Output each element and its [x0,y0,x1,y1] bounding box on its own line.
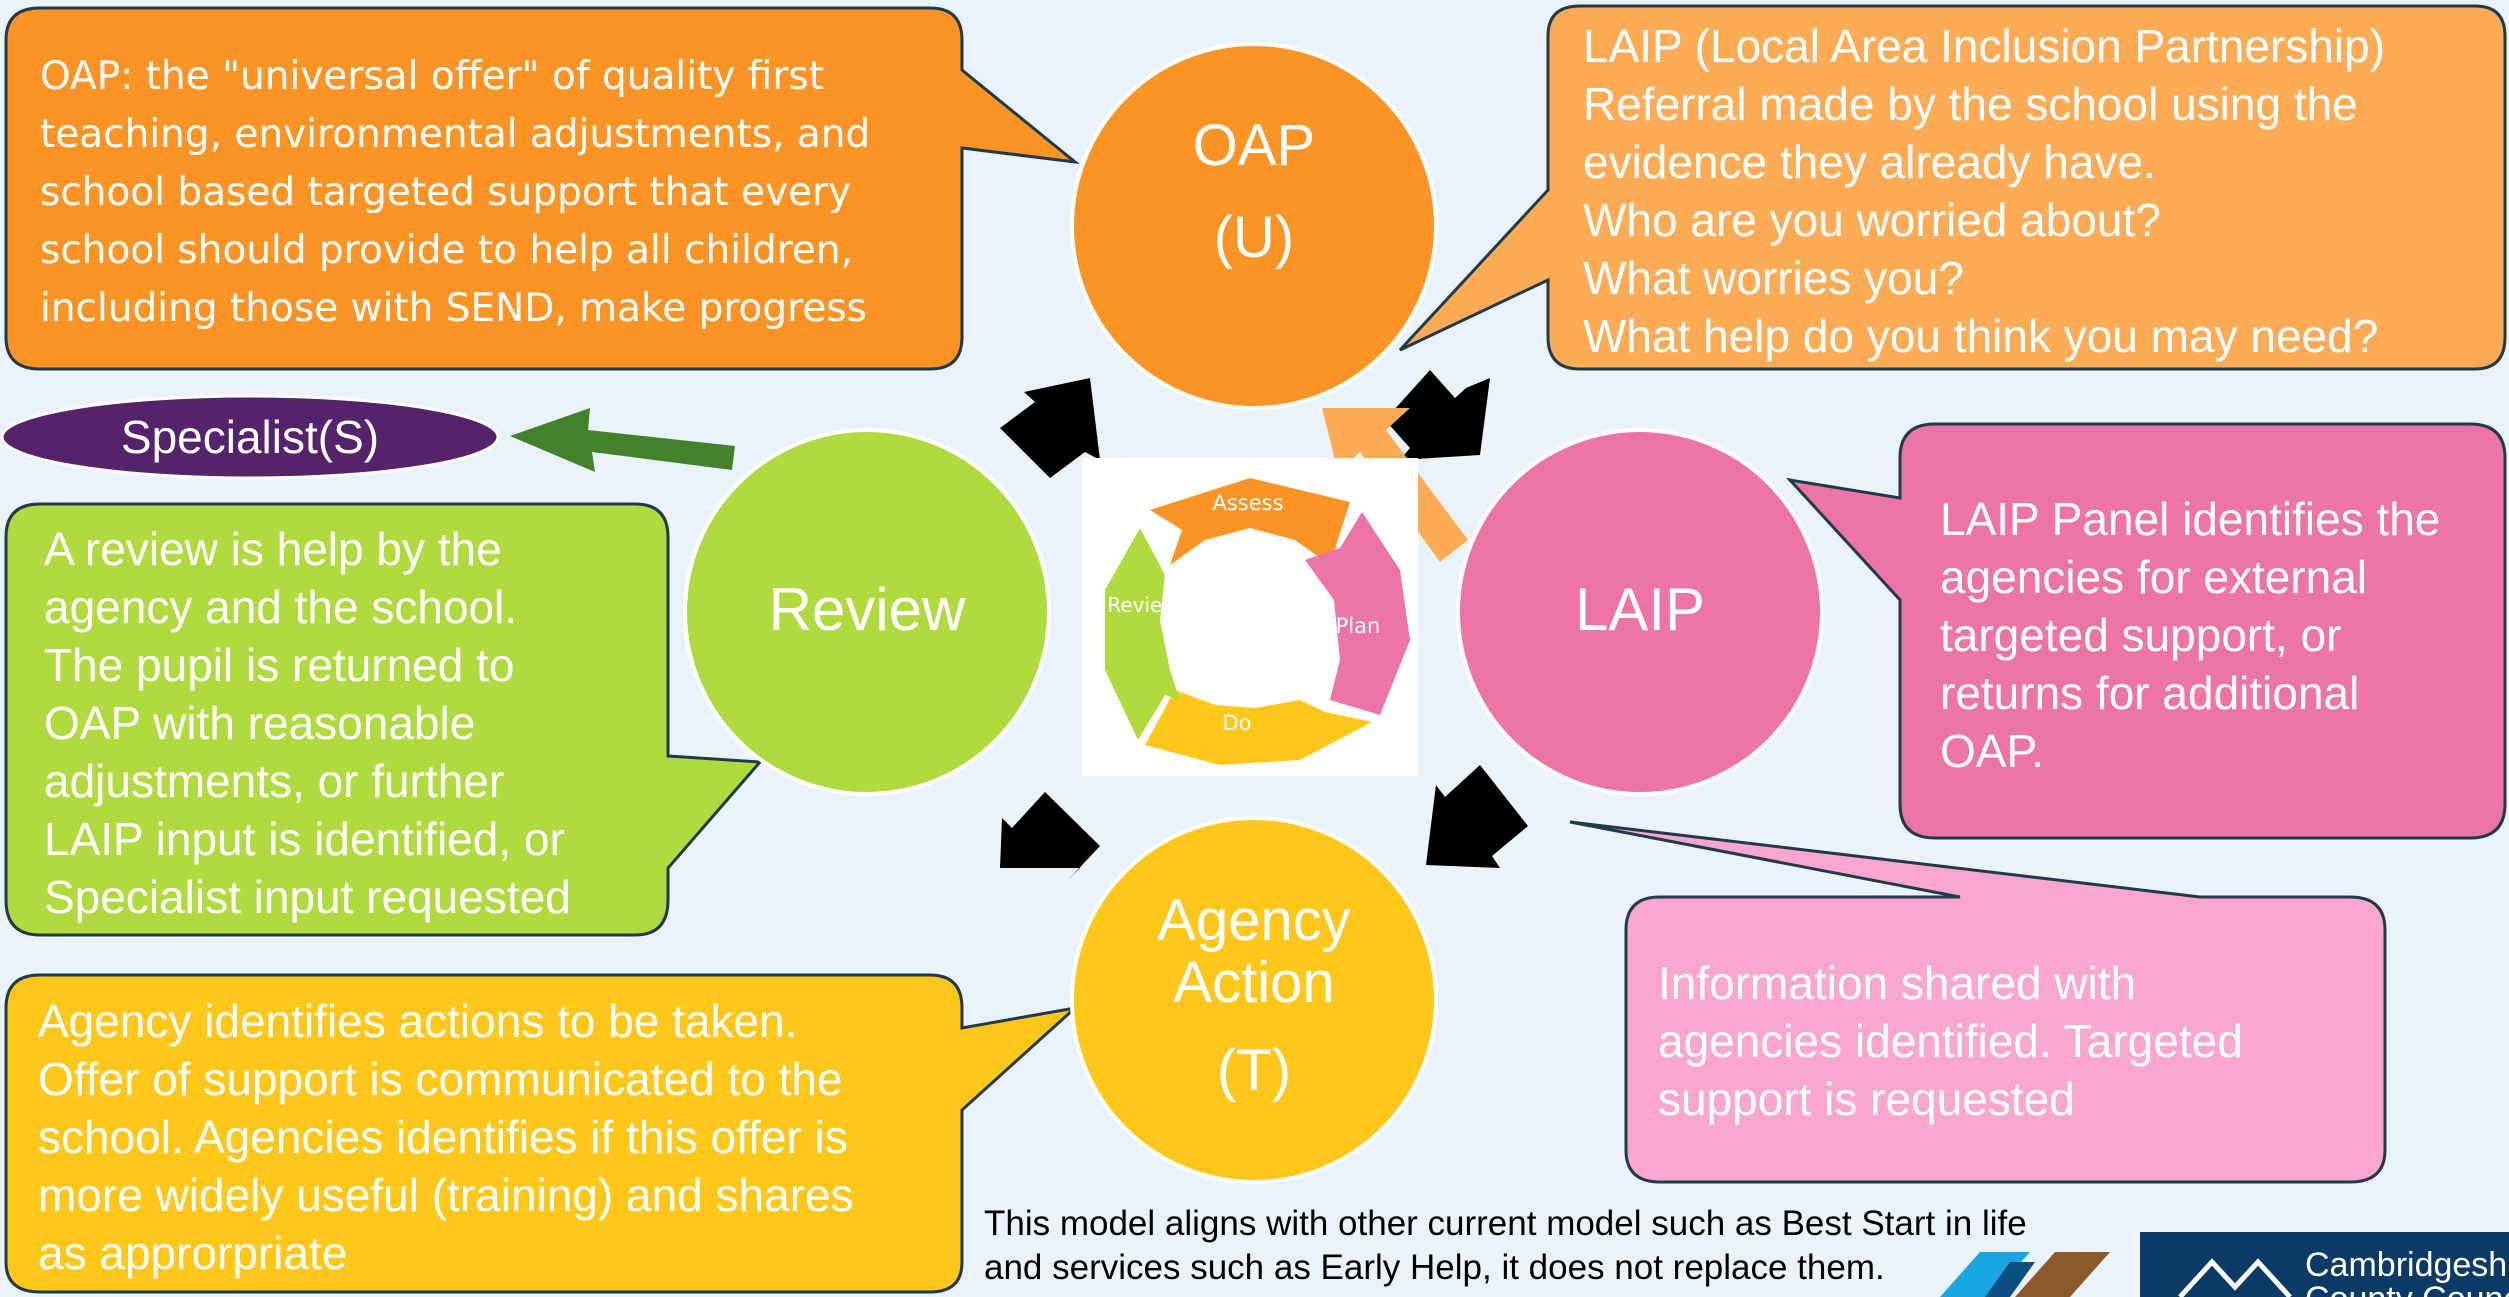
info-shared-callout-text: Information shared with agencies identif… [1658,954,2243,1128]
laip-circle-label: LAIP [1574,576,1706,643]
oap-callout-line: school based targeted support that every [40,170,852,215]
logo-line2: County Council [2305,1280,2509,1297]
info-shared-callout-bubble [1569,820,2387,1184]
oap-circle-label: OAP (U) [1104,100,1404,284]
cycle-label-assess: Assess [1212,491,1283,515]
agency-to-review-arrow [1000,792,1100,880]
specialist-ellipse [0,394,500,480]
agency-callout-line: as approrpriate [38,1227,348,1279]
laip-panel-line: targeted support, or [1940,609,2342,661]
laip-panel-line: returns for additional [1940,667,2360,719]
laip-panel-callout-text: LAIP Panel identifies the agencies for e… [1940,490,2440,780]
agency-circle-line2: Action [1173,950,1335,1015]
laip-circle [1456,428,1824,796]
review-callout-text: A review is help by the agency and the s… [44,520,571,926]
info-shared-line: agencies identified. Targeted [1658,1015,2243,1067]
cycle-segment-review [1105,528,1180,740]
agency-circle-line3: (T) [1216,1038,1292,1103]
logo-blue-stripe [1940,1252,2030,1297]
review-callout-line: OAP with reasonable [44,697,476,749]
laip-referral-line: What worries you? [1583,252,1964,304]
agency-callout-text: Agency identifies actions to be taken. O… [38,992,854,1282]
oap-callout-line: OAP: the "universal offer" of quality fi… [40,54,825,99]
laip-panel-line: OAP. [1940,725,2044,777]
specialist-label: Specialist(S) [120,411,380,463]
review-callout-line: agency and the school. [44,581,518,633]
agency-callout-line: Agency identifies actions to be taken. [38,995,798,1047]
info-shared-line: Information shared with [1658,957,2137,1009]
agency-callout-bubble [4,973,1080,1294]
review-callout-line: A review is help by the [44,523,502,575]
review-circle [683,428,1051,796]
oap-callout-line: including those with SEND, make progress [40,286,867,331]
agency-callout-line: more widely useful (training) and shares [38,1169,854,1221]
laip-referral-line: Referral made by the school using the [1583,78,2358,130]
logo-blue-stripe-2 [1985,1262,2035,1297]
oap-callout-line: teaching, environmental adjustments, and [40,112,871,157]
agency-action-circle [1070,816,1438,1184]
oap-callout-line: school should provide to help all childr… [40,228,853,273]
laip-referral-line: What help do you think you may need? [1583,310,2379,362]
laip-referral-line: evidence they already have. [1583,136,2156,188]
laip-panel-line: LAIP Panel identifies the [1940,493,2441,545]
laip-panel-callout-bubble [1785,422,2507,840]
review-callout-line: adjustments, or further [44,755,505,807]
cycle-segment-assess [1150,478,1350,565]
oap-callout-text: OAP: the "universal offer" of quality fi… [40,48,870,338]
laip-referral-line: Who are you worried about? [1583,194,2161,246]
review-to-specialist-arrow [510,408,735,472]
cycle-label-plan: Plan [1336,614,1381,638]
cycle-ring [1105,478,1410,765]
logo-brown-stripe [2015,1252,2110,1297]
review-callout-line: Specialist input requested [44,871,571,923]
cycle-label-review: Review [1107,593,1178,617]
logo-line1: Cambridgeshire [2305,1246,2509,1284]
review-callout-bubble [4,502,764,937]
cycle-segment-do [1145,690,1372,765]
footer-line2: and services such as Early Help, it does… [984,1248,1885,1287]
oap-to-laip-arrow [1385,370,1490,460]
cycle-label-do: Do [1222,711,1251,735]
laip-referral-callout-bubble [1398,4,2507,371]
laip-referral-callout-text: LAIP (Local Area Inclusion Partnership) … [1583,17,2385,365]
review-callout-line: LAIP input is identified, or [44,813,565,865]
oap-circle [1070,42,1438,410]
review-callout-line: The pupil is returned to [44,639,515,691]
review-circle-label: Review [768,576,966,643]
agency-circle-label: Agency Action (T) [1104,890,1404,1102]
council-logo [1940,1232,2509,1297]
logo-mark-icon [2178,1258,2292,1297]
oap-circle-line1: OAP [1192,113,1316,178]
cycle-centre [1186,558,1314,686]
agency-callout-line: school. Agencies identifies if this offe… [38,1111,848,1163]
laip-panel-line: agencies for external [1940,551,2368,603]
logo-navy-block [2140,1232,2509,1297]
laip-to-agency-arrow [1426,765,1528,868]
agency-circle-line1: Agency [1157,888,1351,953]
agency-callout-line: Offer of support is communicated to the [38,1053,843,1105]
info-shared-line: support is requested [1658,1073,2075,1125]
laip-referral-line: LAIP (Local Area Inclusion Partnership) [1583,20,2386,72]
footer-line1: This model aligns with other current mod… [984,1204,2027,1243]
oap-circle-line2: (U) [1213,205,1295,270]
cycle-segment-plan [1305,512,1410,715]
oap-callout-bubble [4,6,1080,371]
footer-note: This model aligns with other current mod… [984,1202,2027,1290]
review-to-oap-arrow [1000,378,1100,478]
